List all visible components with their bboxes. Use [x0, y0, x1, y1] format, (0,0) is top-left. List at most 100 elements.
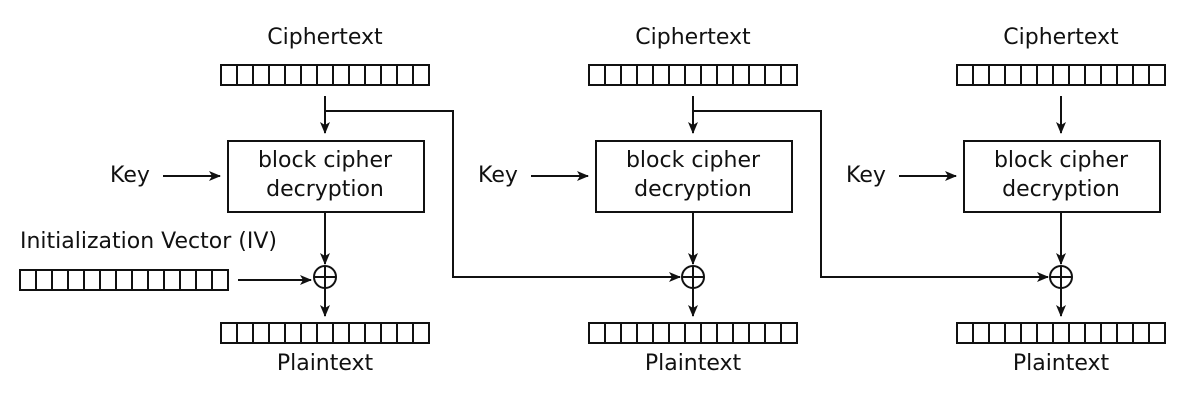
block-cell: [236, 322, 254, 344]
block-cell: [220, 322, 238, 344]
block-cell: [284, 322, 302, 344]
block-cell: [748, 64, 766, 86]
block-cell: [780, 322, 798, 344]
block-cell: [1100, 322, 1118, 344]
ciphertext-block: [956, 64, 1166, 86]
block-cell: [716, 64, 734, 86]
block-cipher-decryption-box: [963, 140, 1161, 213]
block-cell: [732, 64, 750, 86]
connector-lines: [163, 96, 1066, 317]
block-cell: [115, 269, 133, 291]
plaintext-label: Plaintext: [645, 351, 742, 376]
diagram-labels: Initialization Vector (IV) Ciphertext blo…: [20, 25, 1129, 376]
block-cell: [1036, 322, 1054, 344]
block-cipher-decryption-box: [227, 140, 425, 213]
block-cell: [1116, 322, 1134, 344]
cipher-box-label-line2: decryption: [266, 177, 384, 202]
plaintext-label: Plaintext: [1013, 351, 1110, 376]
ciphertext-block: [220, 64, 430, 86]
key-label: Key: [846, 163, 886, 188]
block-cell: [652, 322, 670, 344]
block-cipher-decryption-box: [595, 140, 793, 213]
block-cell: [604, 64, 622, 86]
block-cell: [684, 322, 702, 344]
block-cell: [588, 64, 606, 86]
block-cell: [1132, 322, 1150, 344]
block-cell: [1148, 64, 1166, 86]
block-cell: [364, 322, 382, 344]
block-cell: [1036, 64, 1054, 86]
block-cell: [972, 322, 990, 344]
block-cell: [780, 64, 798, 86]
block-cell: [220, 64, 238, 86]
key-label: Key: [478, 163, 518, 188]
block-cell: [412, 64, 430, 86]
block-cell: [1148, 322, 1166, 344]
xor-icon: [1049, 265, 1073, 289]
block-cell: [19, 269, 37, 291]
block-cell: [163, 269, 181, 291]
xor-cross: [682, 266, 704, 288]
block-cell: [700, 322, 718, 344]
block-cell: [604, 322, 622, 344]
block-cell: [300, 322, 318, 344]
block-cell: [620, 322, 638, 344]
block-cell: [1084, 64, 1102, 86]
block-cell: [988, 322, 1006, 344]
block-cell: [396, 64, 414, 86]
block-cell: [284, 64, 302, 86]
cipher-box-label-line1: block cipher: [258, 148, 393, 173]
block-cell: [700, 64, 718, 86]
block-cell: [972, 64, 990, 86]
xor-icon: [681, 265, 705, 289]
cipher-box-label-line1: block cipher: [994, 148, 1129, 173]
block-cell: [179, 269, 197, 291]
block-cell: [380, 322, 398, 344]
block-cell: [268, 322, 286, 344]
block-cell: [620, 64, 638, 86]
block-cell: [1004, 322, 1022, 344]
block-cell: [364, 64, 382, 86]
block-cell: [35, 269, 53, 291]
block-cell: [764, 64, 782, 86]
block-cell: [764, 322, 782, 344]
block-cell: [988, 64, 1006, 86]
plaintext-block: [956, 322, 1166, 344]
block-cell: [652, 64, 670, 86]
block-cell: [380, 64, 398, 86]
block-cell: [195, 269, 213, 291]
block-cell: [348, 322, 366, 344]
block-cell: [668, 322, 686, 344]
block-cell: [300, 64, 318, 86]
plaintext-block: [220, 322, 430, 344]
block-cell: [332, 64, 350, 86]
block-cell: [396, 322, 414, 344]
key-label: Key: [110, 163, 150, 188]
block-cell: [732, 322, 750, 344]
block-cell: [636, 64, 654, 86]
ciphertext-chain-arrow: [693, 110, 1049, 282]
block-cell: [316, 322, 334, 344]
cipher-box-label-line1: block cipher: [626, 148, 761, 173]
ciphertext-label: Ciphertext: [1003, 25, 1119, 50]
block-cell: [236, 64, 254, 86]
block-cell: [748, 322, 766, 344]
block-cell: [83, 269, 101, 291]
block-cell: [67, 269, 85, 291]
iv-label: Initialization Vector (IV): [20, 229, 277, 254]
block-cell: [1100, 64, 1118, 86]
block-cell: [1116, 64, 1134, 86]
block-cell: [1052, 64, 1070, 86]
cipher-box-label-line2: decryption: [1002, 177, 1120, 202]
plaintext-block: [588, 322, 798, 344]
block-cell: [412, 322, 430, 344]
block-cell: [716, 322, 734, 344]
block-cell: [268, 64, 286, 86]
ciphertext-label: Ciphertext: [635, 25, 751, 50]
block-cell: [131, 269, 149, 291]
block-cell: [252, 322, 270, 344]
ciphertext-chain-arrow: [325, 110, 681, 282]
block-cell: [147, 269, 165, 291]
